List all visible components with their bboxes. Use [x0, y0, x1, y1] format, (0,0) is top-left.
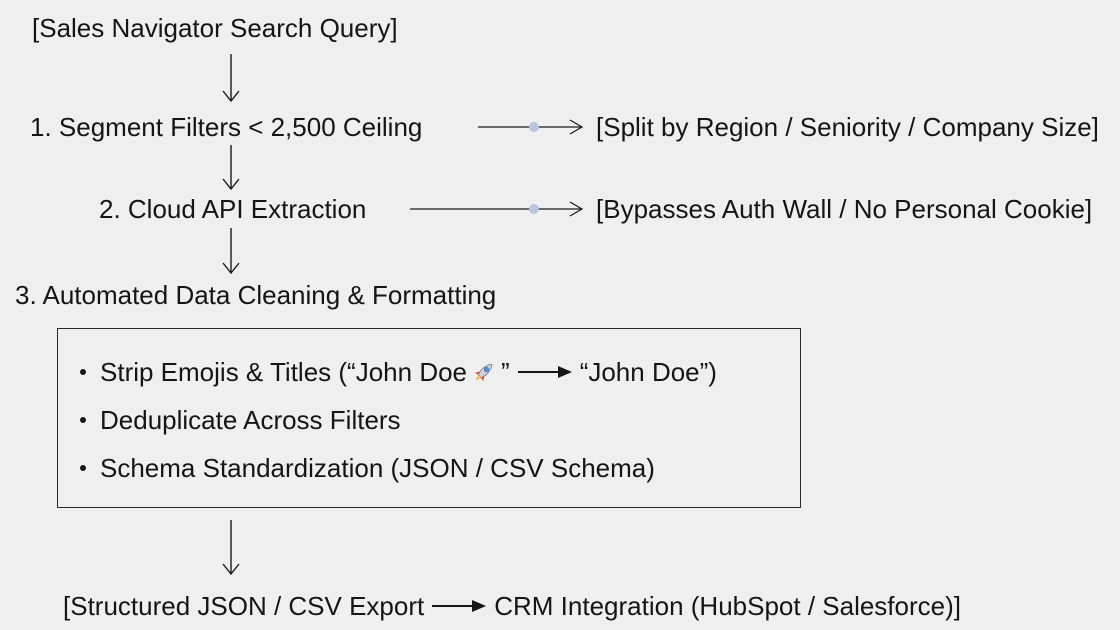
cleaning-steps-box: Strip Emojis & Titles (“John Doe ” “John…: [57, 328, 801, 508]
arrow-right-icon: [517, 366, 572, 378]
step-2-label: 2. Cloud API Extraction: [99, 194, 367, 224]
bullet-strip-emojis: Strip Emojis & Titles (“John Doe ” “John…: [80, 359, 717, 385]
bullet-schema-text: Schema Standardization (JSON / CSV Schem…: [100, 453, 655, 483]
arrow-right-icon: [432, 600, 487, 612]
arrow-down-icon: [222, 145, 240, 191]
step-3-label: 3. Automated Data Cleaning & Formatting: [15, 280, 497, 310]
bullet-strip-emojis-close-quote: ”: [501, 357, 510, 387]
arrow-down-icon: [222, 520, 240, 576]
bullet-dot: [80, 369, 86, 375]
bullet-deduplicate-text: Deduplicate Across Filters: [100, 405, 401, 435]
bullet-deduplicate: Deduplicate Across Filters: [80, 407, 401, 433]
bullet-strip-emojis-result: “John Doe”): [579, 357, 717, 387]
diagram-title: [Sales Navigator Search Query]: [32, 13, 398, 43]
output-crm-text: CRM Integration (HubSpot / Salesforce)]: [494, 591, 961, 621]
step-2-connector-arrow: [410, 201, 584, 217]
bullet-strip-emojis-text: Strip Emojis & Titles (“John Doe: [100, 357, 468, 387]
output-line: [Structured JSON / CSV Export CRM Integr…: [63, 593, 961, 619]
step-1-label: 1. Segment Filters < 2,500 Ceiling: [30, 112, 423, 142]
bullet-schema: Schema Standardization (JSON / CSV Schem…: [80, 455, 655, 481]
step-1-connector-arrow: [478, 119, 584, 135]
arrow-down-icon: [222, 54, 240, 102]
step-2-note: [Bypasses Auth Wall / No Personal Cookie…: [596, 194, 1093, 224]
output-export-text: [Structured JSON / CSV Export: [63, 591, 425, 621]
bullet-dot: [80, 417, 86, 423]
rocket-icon: [474, 363, 493, 382]
step-1-note: [Split by Region / Seniority / Company S…: [596, 112, 1099, 142]
arrow-down-icon: [222, 228, 240, 275]
bullet-dot: [80, 465, 86, 471]
